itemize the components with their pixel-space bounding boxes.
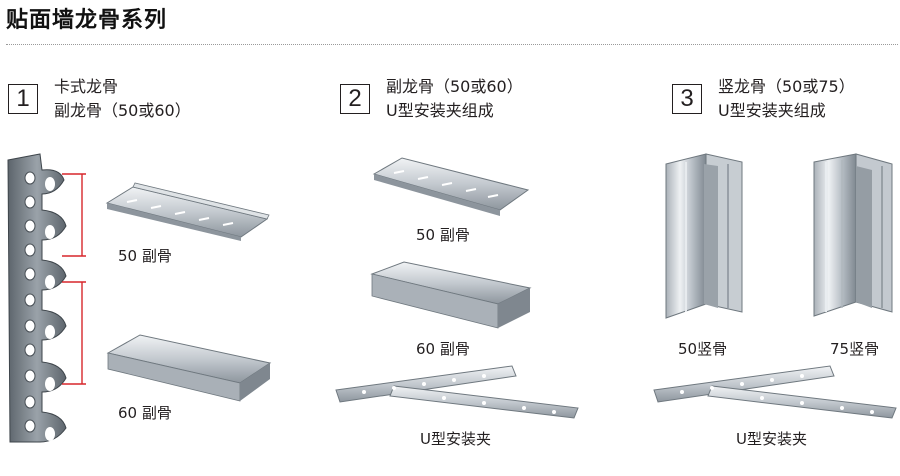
keel-50-image: [372, 157, 530, 216]
section-3-caption-50: 50竖骨: [678, 340, 728, 358]
section-1-line-2: 副龙骨（50或60）: [54, 101, 191, 120]
spacing-marker-bottom: [62, 281, 86, 385]
section-3-line-1: 竖龙骨（50或75）: [718, 77, 855, 96]
page-title: 贴面墙龙骨系列: [6, 8, 168, 33]
stud-50-image: [665, 153, 743, 319]
u-clip-image: [335, 365, 579, 419]
keel-60-image: [106, 334, 272, 402]
section-2-line-1: 副龙骨（50或60）: [386, 77, 523, 96]
section-3-caption-75: 75竖骨: [830, 340, 880, 358]
section-2-caption-clip: U型安装夹: [420, 430, 491, 448]
keel-50-image: [105, 182, 270, 241]
section-2-line-2: U型安装夹组成: [386, 101, 494, 120]
u-clip-image: [653, 365, 897, 419]
section-3-line-2: U型安装夹组成: [718, 101, 826, 120]
spacing-marker-top: [62, 173, 86, 257]
section-3-caption-clip: U型安装夹: [736, 430, 807, 448]
section-1-caption-60: 60 副骨: [118, 404, 172, 422]
title-divider: [6, 44, 898, 45]
keel-60-image: [370, 261, 532, 329]
section-1-number: 1: [8, 84, 38, 114]
stud-75-image: [813, 153, 893, 317]
section-2-caption-50: 50 副骨: [416, 226, 470, 244]
section-1-line-1: 卡式龙骨: [54, 77, 119, 96]
section-2-caption-60: 60 副骨: [416, 340, 470, 358]
clip-keel-strip-image: [7, 153, 67, 443]
section-3-number: 3: [672, 84, 702, 114]
section-1-caption-50: 50 副骨: [118, 247, 172, 265]
section-2-number: 2: [340, 84, 370, 114]
